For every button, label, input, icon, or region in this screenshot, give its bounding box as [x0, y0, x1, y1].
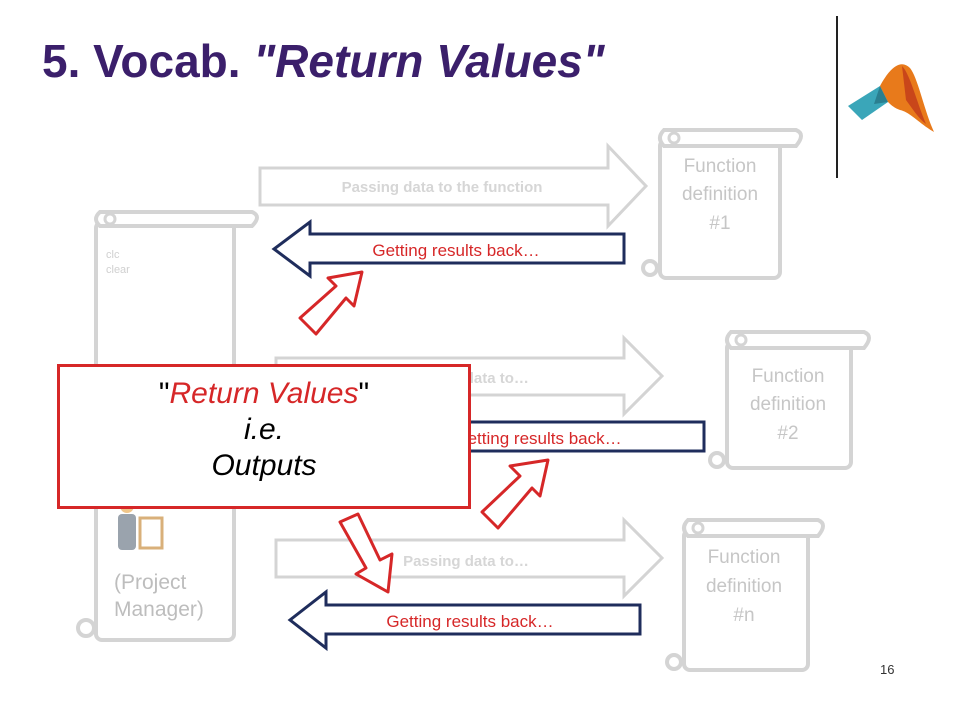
pass-arrow-3-label: Passing data to…	[403, 553, 529, 570]
function-2-line2: definition	[750, 394, 826, 415]
callout-quote-open: "	[158, 377, 170, 410]
caption-line-1: (Project	[114, 571, 187, 594]
function-n-line3: #n	[733, 605, 754, 626]
callout-line-1: "Return Values"	[60, 377, 468, 411]
function-scroll-n: Function definition #n	[665, 518, 825, 672]
code-line-1: clc	[106, 249, 120, 261]
page-number: 16	[880, 662, 895, 677]
function-2-line1: Function	[752, 366, 825, 387]
callout-line-2: i.e.	[243, 413, 285, 446]
function-n-line1: Function	[708, 547, 781, 568]
back-arrow-2-label: Getting results back…	[454, 429, 621, 448]
title-prefix: 5. Vocab.	[42, 35, 241, 87]
slide-title: 5. Vocab. "Return Values"	[42, 34, 605, 88]
red-arrow-up-2	[480, 458, 550, 530]
function-scroll-2: Function definition #2	[708, 330, 871, 470]
function-2-line3: #2	[777, 423, 798, 444]
matlab-logo-icon	[848, 64, 934, 132]
back-arrow-3: Getting results back…	[287, 588, 642, 652]
callout-quote-close: "	[358, 377, 370, 410]
code-line-2: clear	[106, 264, 130, 276]
function-1-line3: #1	[709, 213, 730, 234]
red-arrow-down	[338, 512, 394, 594]
return-values-callout: "Return Values" i.e. Outputs	[57, 364, 471, 509]
back-arrow-1-label: Getting results back…	[372, 241, 539, 260]
function-1-line1: Function	[684, 156, 757, 177]
pass-arrow-1-label: Passing data to the function	[342, 179, 543, 196]
title-quoted: "Return Values"	[253, 35, 605, 87]
red-arrow-up-1	[298, 270, 364, 336]
pass-arrow-1: Passing data to the function	[258, 142, 649, 230]
callout-line-3: Outputs	[211, 449, 317, 482]
function-1-line2: definition	[682, 184, 758, 205]
function-scroll-1: Function definition #1	[641, 128, 803, 280]
pass-arrow-3: Passing data to…	[274, 516, 665, 600]
callout-emphasis: Return Values	[169, 377, 359, 410]
function-n-line2: definition	[706, 576, 782, 597]
divider-line	[836, 16, 838, 178]
back-arrow-3-label: Getting results back…	[386, 612, 553, 631]
back-arrow-1: Getting results back…	[271, 219, 626, 279]
caption-line-2: Manager)	[114, 598, 204, 621]
